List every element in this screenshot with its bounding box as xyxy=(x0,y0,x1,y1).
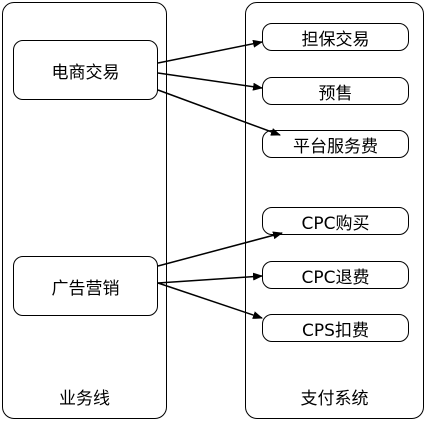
arrow-ecommerce-escrow xyxy=(157,39,263,64)
node-presale: 预售 xyxy=(262,77,409,105)
arrow-ecommerce-platform-fee xyxy=(157,89,281,136)
node-ecommerce: 电商交易 xyxy=(13,40,158,100)
arrow-advertising-cpc-purchase xyxy=(157,231,283,267)
node-advertising: 广告营销 xyxy=(13,256,158,316)
payment-system-label: 支付系统 xyxy=(300,389,369,409)
arrow-advertising-cps-deduct xyxy=(157,282,263,319)
node-escrow: 担保交易 xyxy=(262,23,409,51)
node-cps-deduct: CPS扣费 xyxy=(262,314,409,342)
business-lines-label: 业务线 xyxy=(59,389,110,409)
arrow-advertising-cpc-refund xyxy=(157,272,263,284)
node-platform-fee: 平台服务费 xyxy=(262,130,409,158)
arrow-ecommerce-presale xyxy=(157,72,263,91)
node-cpc-purchase: CPC购买 xyxy=(262,207,409,235)
node-cpc-refund: CPC退费 xyxy=(262,261,409,289)
